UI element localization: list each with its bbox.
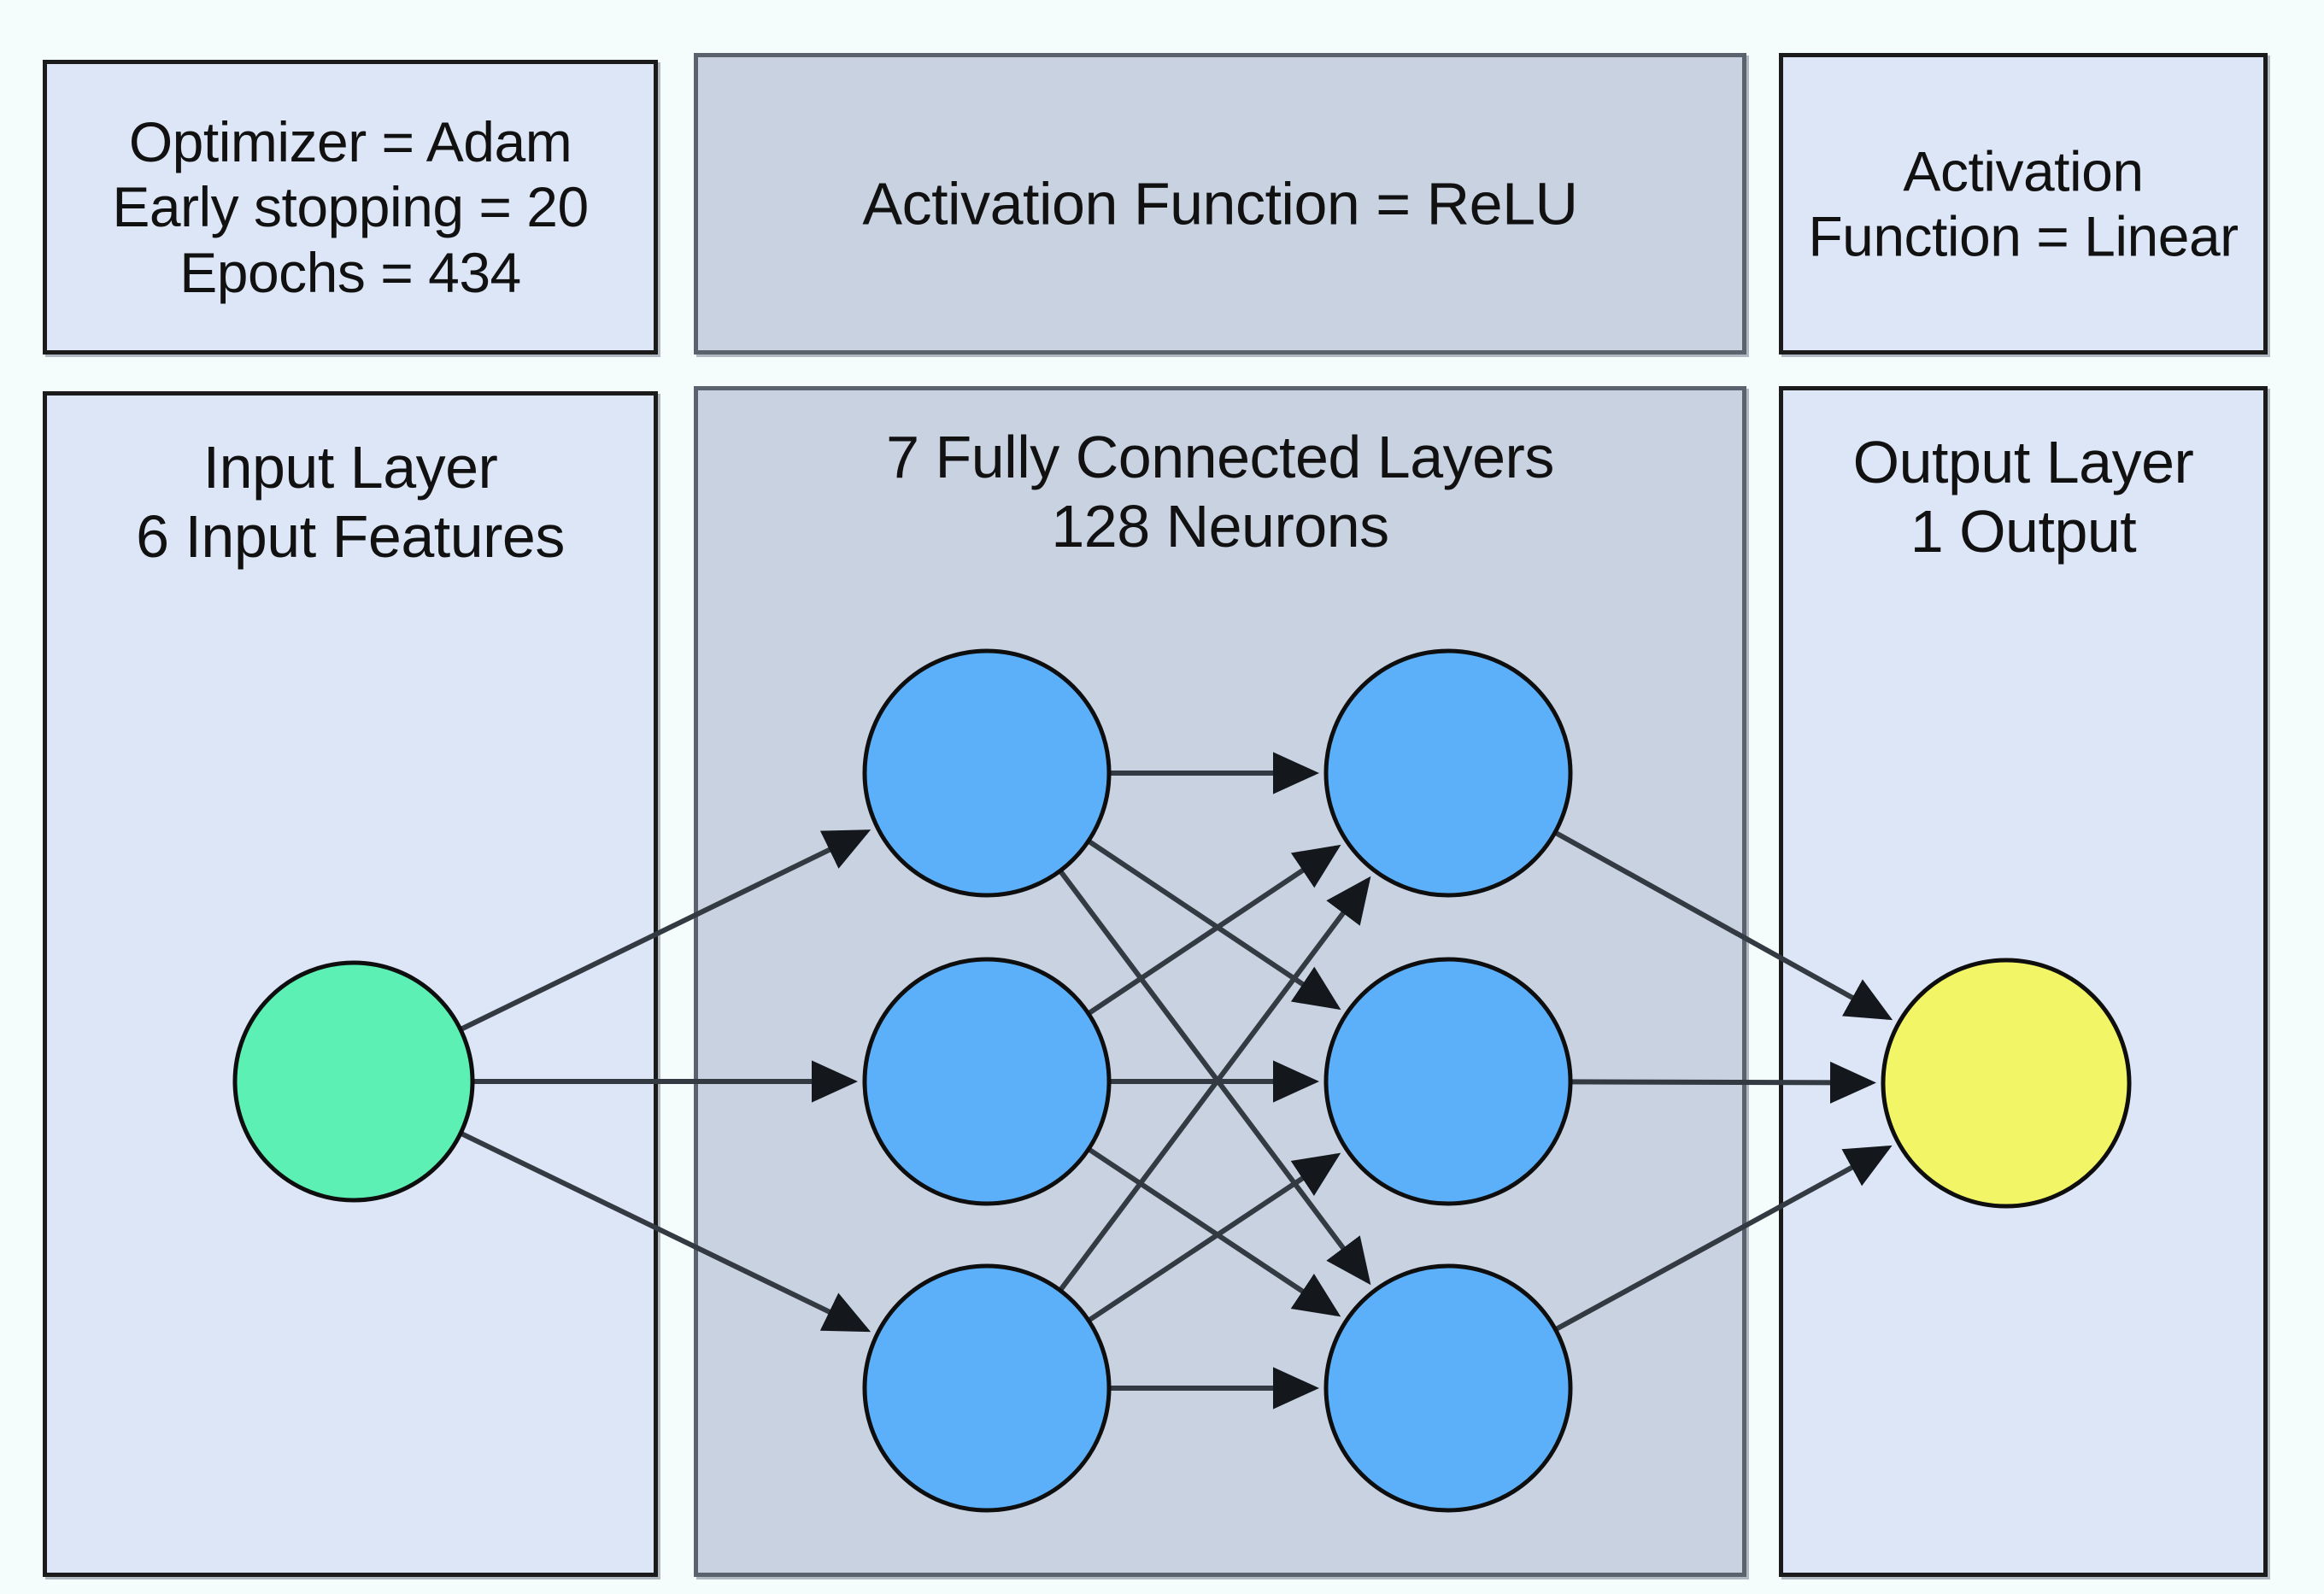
output-layer-panel: Output Layer 1 Output [1779, 386, 2268, 1577]
hyperparameters-panel: Optimizer = Adam Early stopping = 20 Epo… [43, 60, 658, 355]
output-layer-title: Output Layer 1 Output [1852, 429, 2194, 566]
input-layer-panel: Input Layer 6 Input Features [43, 391, 658, 1577]
output-activation-text: Activation Function = Linear [1808, 138, 2239, 268]
input-layer-title: Input Layer 6 Input Features [136, 434, 565, 571]
hidden-layers-panel: 7 Fully Connected Layers 128 Neurons [694, 386, 1746, 1577]
hidden-activation-text: Activation Function = ReLU [862, 169, 1578, 237]
output-activation-panel: Activation Function = Linear [1779, 53, 2268, 355]
hidden-activation-panel: Activation Function = ReLU [694, 53, 1746, 355]
hidden-layers-title: 7 Fully Connected Layers 128 Neurons [886, 424, 1554, 560]
hyperparameters-text: Optimizer = Adam Early stopping = 20 Epo… [112, 109, 589, 304]
